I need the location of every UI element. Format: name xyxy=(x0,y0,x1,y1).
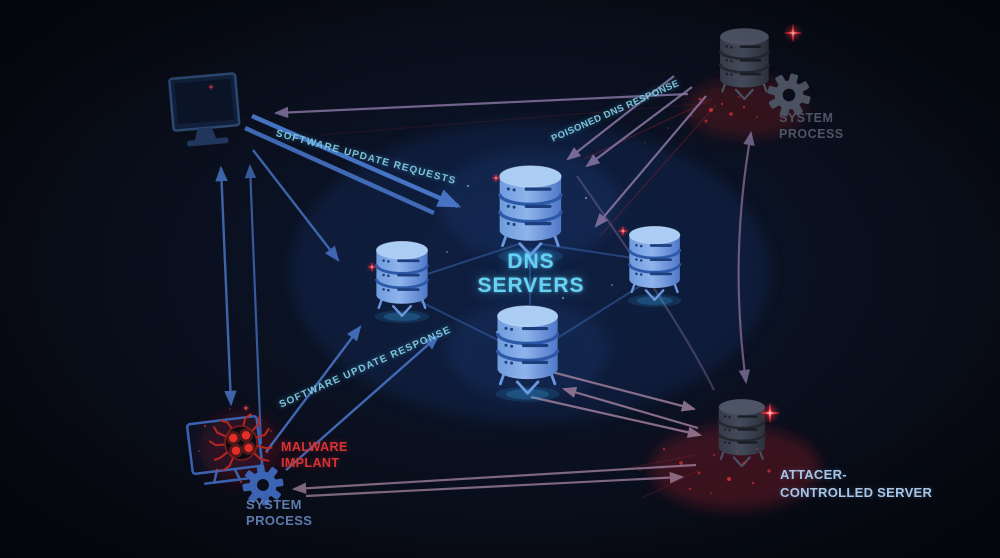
blue-dust-particles xyxy=(446,166,613,334)
software-update-arrows xyxy=(215,113,462,471)
system-process-bottom-label: SYSTEM PROCESS xyxy=(246,497,313,529)
attacker-controlled-server-label: ATTACER-CONTROLLED SERVER xyxy=(780,467,933,500)
poisoned-response-arrows xyxy=(273,75,755,391)
alert-sparkle-icon xyxy=(242,404,250,412)
attacker-traffic-arrows xyxy=(291,369,703,498)
red-attack-traces xyxy=(319,98,717,499)
alert-sparkle-icon xyxy=(784,24,803,43)
system-process-top-label: SYSTEM PROCESS xyxy=(779,111,844,141)
client-monitor-icon xyxy=(168,72,241,147)
red-particles xyxy=(198,96,771,494)
malware-implant-label: MALWARE IMPLANT xyxy=(281,440,348,470)
dns-servers-label: DNS SERVERS xyxy=(477,250,585,297)
